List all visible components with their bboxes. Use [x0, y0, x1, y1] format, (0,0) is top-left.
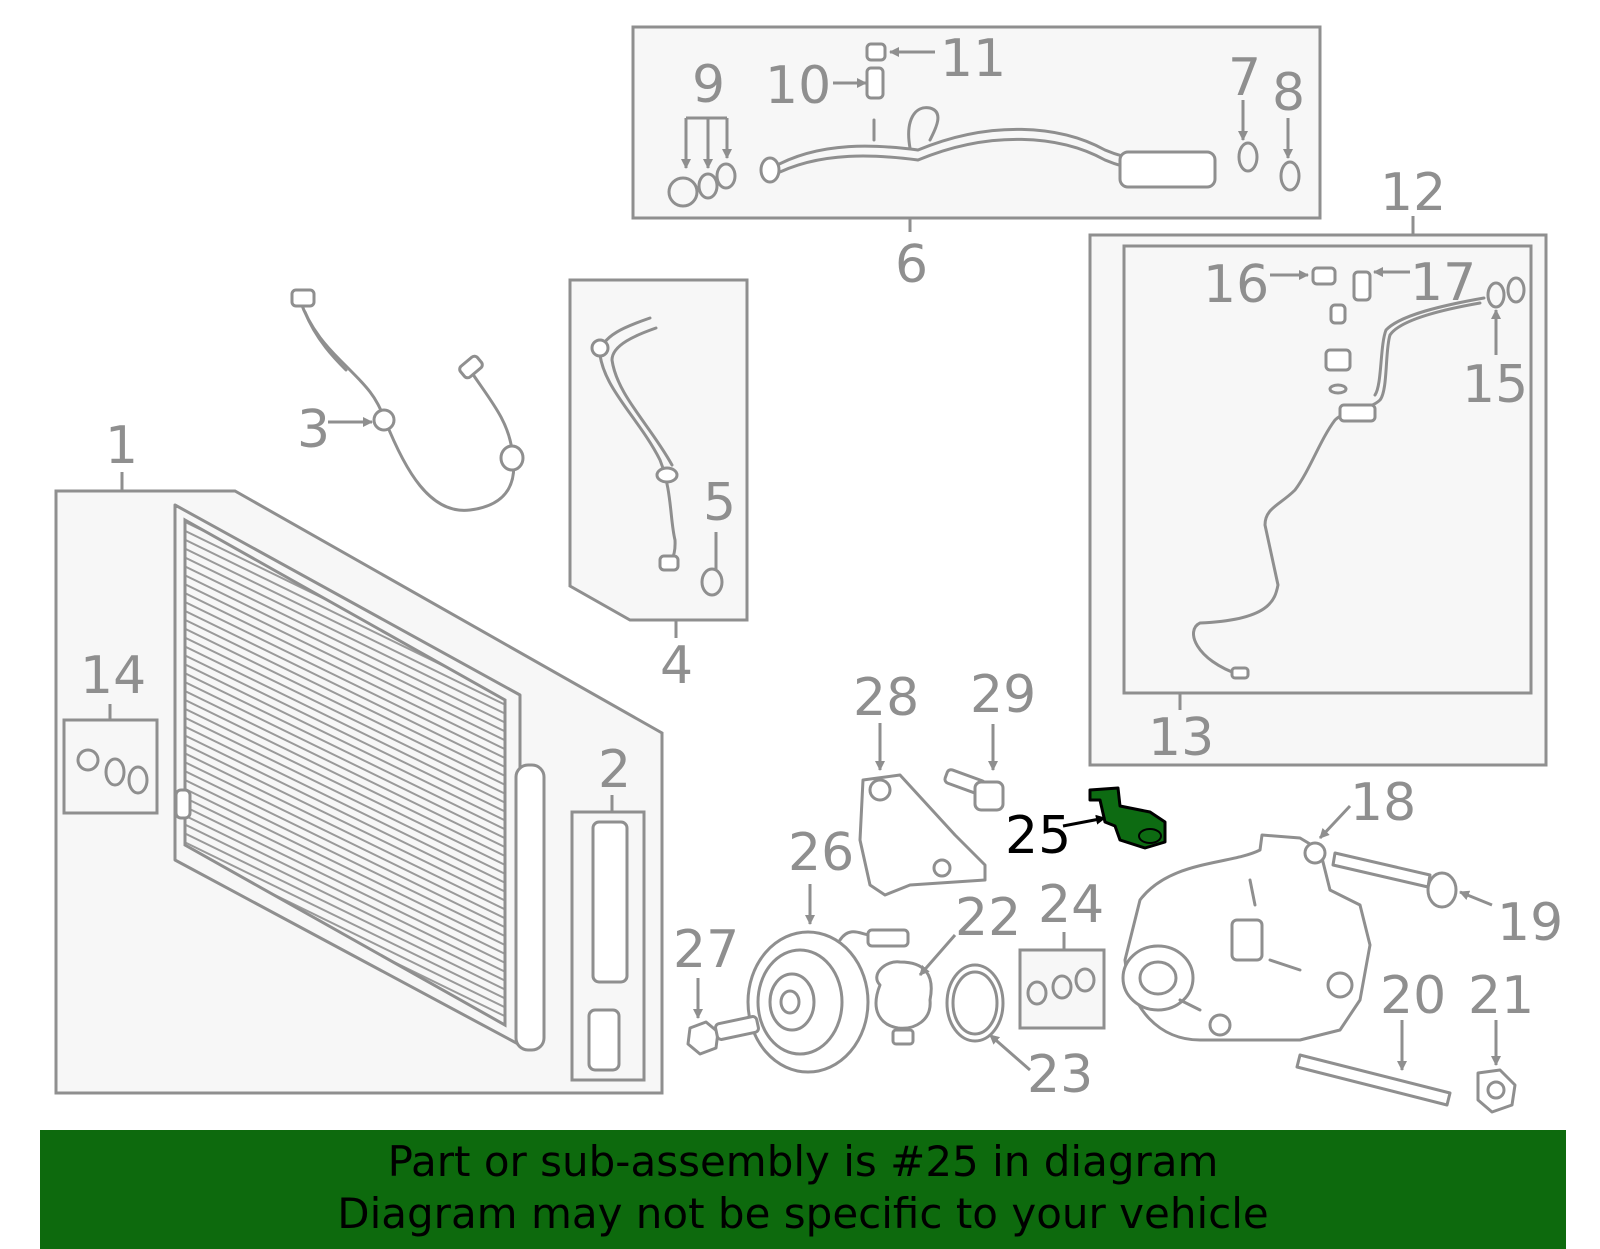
callout-3: 3 — [297, 400, 330, 460]
callout-5: 5 — [703, 473, 736, 533]
part-22-shim — [874, 934, 957, 1046]
callout-9: 9 — [692, 55, 725, 115]
part-28-bracket — [858, 723, 987, 897]
callout-7: 7 — [1228, 48, 1261, 108]
part-20-stud — [1295, 1020, 1452, 1107]
callout-13: 13 — [1148, 708, 1214, 768]
callout-6: 6 — [895, 235, 928, 295]
group-box-4 — [568, 278, 749, 638]
callout-8: 8 — [1272, 63, 1305, 123]
callout-2: 2 — [598, 740, 631, 800]
banner-line-1: Part or sub-assembly is #25 in diagram — [387, 1137, 1219, 1186]
callout-17: 17 — [1410, 253, 1476, 313]
group-box-1 — [54, 472, 664, 1095]
callout-19: 19 — [1497, 893, 1563, 953]
callout-1: 1 — [105, 416, 138, 476]
callout-28: 28 — [853, 668, 919, 728]
part-24-kit — [1018, 932, 1106, 1030]
callout-10: 10 — [765, 56, 831, 116]
callout-27: 27 — [673, 920, 739, 980]
callout-14: 14 — [80, 646, 146, 706]
callout-20: 20 — [1380, 966, 1446, 1026]
callout-29: 29 — [970, 665, 1036, 725]
banner-line-2: Diagram may not be specific to your vehi… — [337, 1189, 1269, 1238]
part-26-clutch — [746, 884, 910, 1074]
callout-18: 18 — [1350, 773, 1416, 833]
group-box-12 — [1088, 216, 1548, 767]
callout-23: 23 — [1027, 1045, 1093, 1105]
part-27-bolt — [686, 978, 760, 1056]
part-21-nut — [1476, 1020, 1517, 1114]
callout-15: 15 — [1462, 355, 1528, 415]
callout-16: 16 — [1203, 255, 1269, 315]
callout-24: 24 — [1038, 875, 1104, 935]
callout-22: 22 — [955, 888, 1021, 948]
callout-11: 11 — [940, 29, 1006, 89]
callout-12: 12 — [1380, 163, 1446, 223]
callout-labels: 1 2 3 4 5 6 7 8 9 10 11 12 13 14 15 16 1… — [80, 29, 1563, 1105]
part-3-hose — [290, 288, 525, 512]
callout-4: 4 — [660, 636, 693, 696]
info-banner: Part or sub-assembly is #25 in diagram D… — [40, 1130, 1566, 1249]
callout-26: 26 — [788, 823, 854, 883]
part-19-bolt — [1331, 851, 1493, 909]
part-23-snap-ring — [945, 963, 1031, 1072]
callout-25: 25 — [1005, 806, 1071, 866]
callout-21: 21 — [1468, 966, 1534, 1026]
part-29-bolt — [943, 724, 1005, 812]
part-18-compressor — [1121, 804, 1372, 1042]
part-25-highlighted — [1062, 786, 1167, 850]
group-box-6 — [631, 25, 1322, 232]
